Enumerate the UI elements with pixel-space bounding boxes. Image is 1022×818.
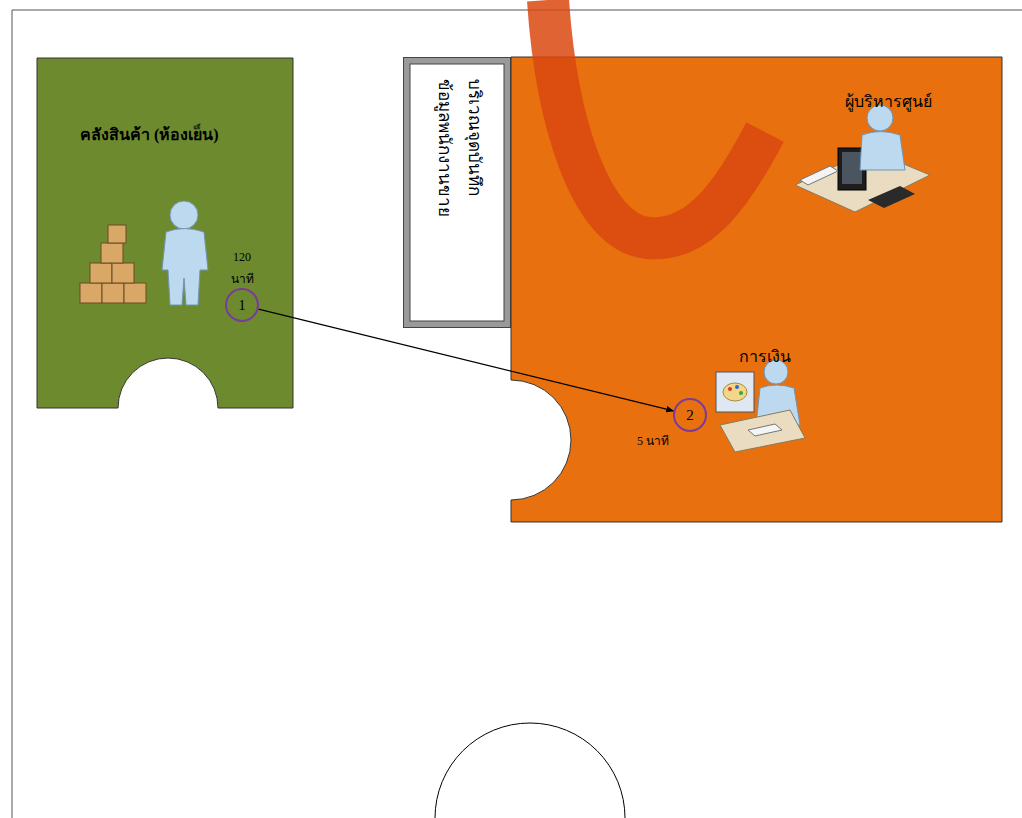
node-outline bbox=[37, 58, 293, 408]
boxes-icon bbox=[80, 225, 146, 303]
node-outline bbox=[511, 57, 1002, 522]
area-box: ผู้บริหารศูนย์การเงิน 2 bbox=[511, 57, 1002, 522]
manager-icon bbox=[795, 105, 930, 212]
worker-icon bbox=[162, 201, 208, 305]
time-label: 120 นาที bbox=[224, 246, 260, 290]
callout-circle: 2 bbox=[673, 398, 707, 432]
finance-icon bbox=[716, 360, 805, 452]
node-outline bbox=[403, 57, 511, 328]
callout-circle: 1 bbox=[225, 288, 259, 322]
callout-number: 2 bbox=[686, 407, 694, 424]
area-heading: การเงิน bbox=[739, 344, 791, 369]
area-heading: ผู้บริหารศูนย์ bbox=[845, 89, 932, 114]
note-box: บริเวณจุดบันทึก ข้อมูลพนักงานขาย bbox=[403, 57, 511, 328]
area-heading: คลังสินค้า (ห้องเย็น) bbox=[80, 122, 219, 147]
callout-number: 1 bbox=[238, 297, 246, 314]
vertical-note: บริเวณจุดบันทึก ข้อมูลพนักงานขาย bbox=[425, 79, 489, 229]
area-box: คลังสินค้า (ห้องเย็น) 1 bbox=[37, 58, 293, 408]
time-label: 5 นาที bbox=[628, 430, 678, 452]
flow-arrow bbox=[259, 309, 674, 411]
bottom-circle bbox=[435, 723, 625, 818]
